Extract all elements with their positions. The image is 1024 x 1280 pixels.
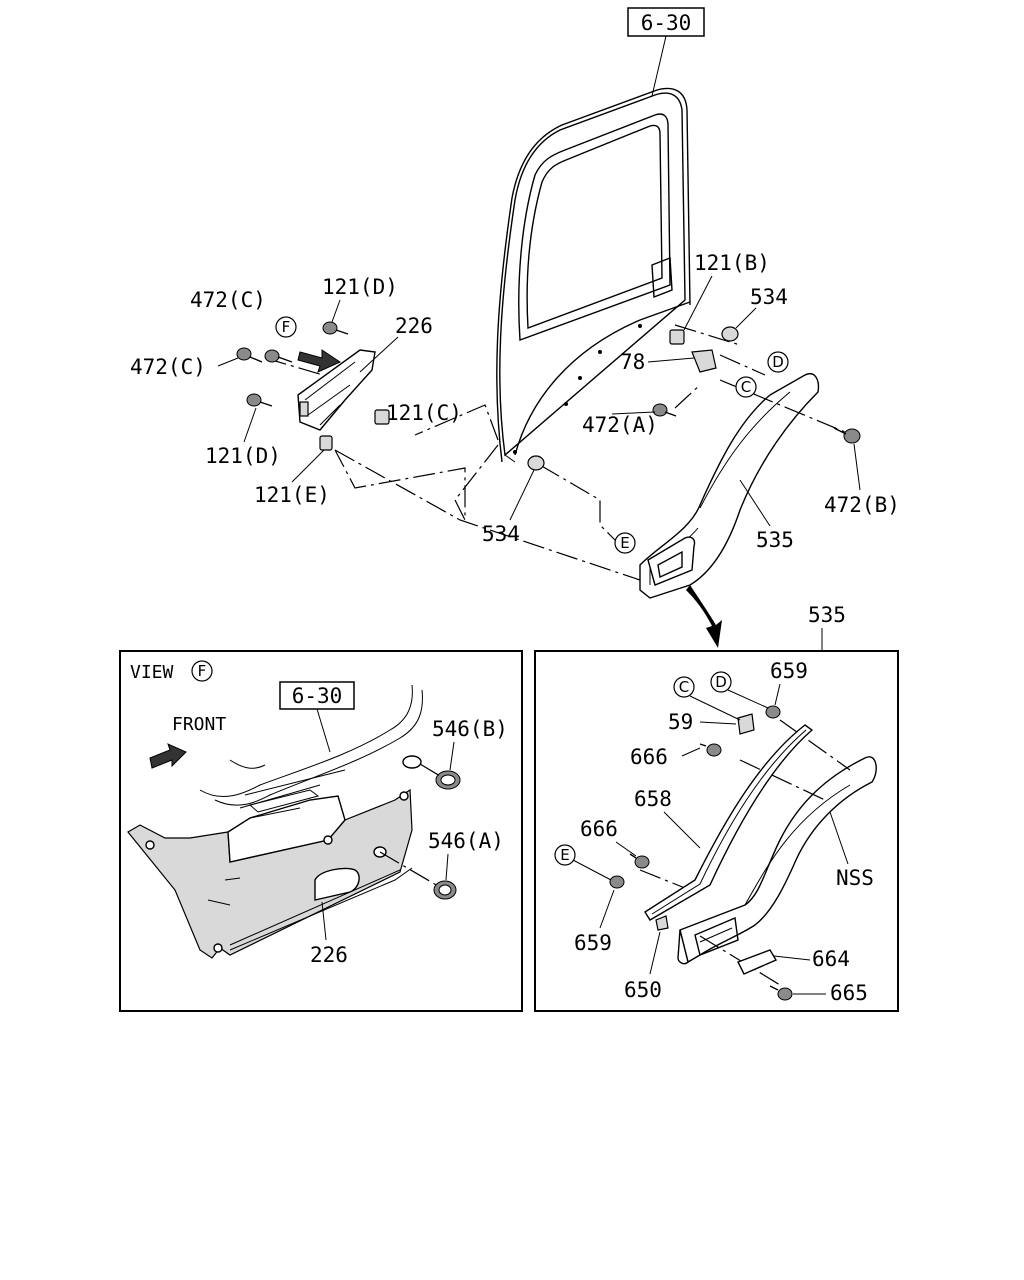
front-arrow xyxy=(149,743,187,769)
washer-534-top xyxy=(721,326,739,342)
bolt-472b xyxy=(833,427,861,444)
label-121d-bot: 121(D) xyxy=(205,444,281,468)
bolt-659-top xyxy=(765,705,781,719)
label-472c-left: 472(C) xyxy=(130,355,206,379)
label-535-right: 535 xyxy=(808,603,846,627)
label-121c: 121(C) xyxy=(386,401,462,425)
clip-121c xyxy=(374,409,390,425)
svg-text:F: F xyxy=(282,318,291,336)
fastener-121d-top xyxy=(322,321,349,335)
step-nss-detail xyxy=(677,756,877,965)
label-659-top: 659 xyxy=(770,659,808,683)
screw-666-mid xyxy=(629,853,650,869)
label-534-top: 534 xyxy=(750,285,788,309)
label-535-mid: 535 xyxy=(756,528,794,552)
nut-650 xyxy=(655,915,669,931)
clip-121b xyxy=(669,329,685,345)
callout-c-detail[interactable]: C xyxy=(673,676,695,698)
label-650: 650 xyxy=(624,978,662,1002)
label-472b: 472(B) xyxy=(824,493,900,517)
label-546b: 546(B) xyxy=(432,717,508,741)
fastener-472c-left xyxy=(236,347,263,363)
label-665: 665 xyxy=(830,981,868,1005)
svg-text:E: E xyxy=(620,534,629,552)
label-664: 664 xyxy=(812,947,850,971)
washer-534-bot xyxy=(527,455,545,471)
clip-121e xyxy=(319,435,333,451)
label-472c-top: 472(C) xyxy=(190,288,266,312)
callout-f-top[interactable]: F xyxy=(275,316,297,338)
callout-f-view[interactable]: F xyxy=(191,660,213,682)
view-f-panel xyxy=(119,650,523,1012)
label-78: 78 xyxy=(620,350,645,374)
side-step-535 xyxy=(639,373,820,599)
ref-6-30-top-label: 6-30 xyxy=(641,11,692,35)
label-534-bot: 534 xyxy=(482,522,520,546)
bolt-659-bot xyxy=(609,875,625,889)
nut-78 xyxy=(691,349,717,373)
reflector-664 xyxy=(737,949,778,975)
label-226-view: 226 xyxy=(310,943,348,967)
callout-d-top[interactable]: D xyxy=(767,351,789,373)
label-666-mid: 666 xyxy=(580,817,618,841)
ref-6-30-view[interactable]: 6-30 xyxy=(279,681,355,710)
panel-226-view xyxy=(127,784,413,959)
label-121b: 121(B) xyxy=(694,251,770,275)
bolt-472a xyxy=(652,403,677,417)
svg-text:E: E xyxy=(560,846,569,864)
ref-6-30-top[interactable]: 6-30 xyxy=(627,7,705,37)
grommet-546a xyxy=(433,880,457,900)
view-f-title: VIEW xyxy=(130,662,174,683)
label-659-bot: 659 xyxy=(574,931,612,955)
label-121d-top: 121(D) xyxy=(322,275,398,299)
front-label: FRONT xyxy=(172,714,226,735)
label-121e: 121(E) xyxy=(254,483,330,507)
label-nss: NSS xyxy=(836,866,874,890)
fastener-121d-bot xyxy=(246,393,273,407)
svg-text:C: C xyxy=(741,378,751,396)
svg-text:D: D xyxy=(772,353,784,371)
label-546a: 546(A) xyxy=(428,829,504,853)
clip-59 xyxy=(737,713,755,735)
label-666-top: 666 xyxy=(630,745,668,769)
callout-d-detail[interactable]: D xyxy=(710,671,732,693)
door-assembly xyxy=(496,87,691,463)
bracket-226 xyxy=(297,349,376,431)
grommet-546b xyxy=(435,770,461,790)
fastener-472c-f xyxy=(264,349,293,363)
screw-666-top xyxy=(699,743,722,757)
ref-6-30-view-label: 6-30 xyxy=(292,684,343,708)
callout-e-detail[interactable]: E xyxy=(554,844,576,866)
view-arrow-f xyxy=(297,349,342,373)
label-472a: 472(A) xyxy=(582,413,658,437)
detail-535-panel xyxy=(534,650,899,1012)
svg-text:D: D xyxy=(715,673,727,691)
label-59: 59 xyxy=(668,710,693,734)
label-658: 658 xyxy=(634,787,672,811)
garnish-658 xyxy=(644,724,814,921)
svg-text:F: F xyxy=(198,662,207,680)
detail-arrow xyxy=(686,585,722,648)
label-226-top: 226 xyxy=(395,314,433,338)
svg-text:C: C xyxy=(679,678,689,696)
callout-c-top[interactable]: C xyxy=(735,376,757,398)
callout-e-top[interactable]: E xyxy=(614,532,636,554)
bolt-665 xyxy=(769,985,793,1001)
